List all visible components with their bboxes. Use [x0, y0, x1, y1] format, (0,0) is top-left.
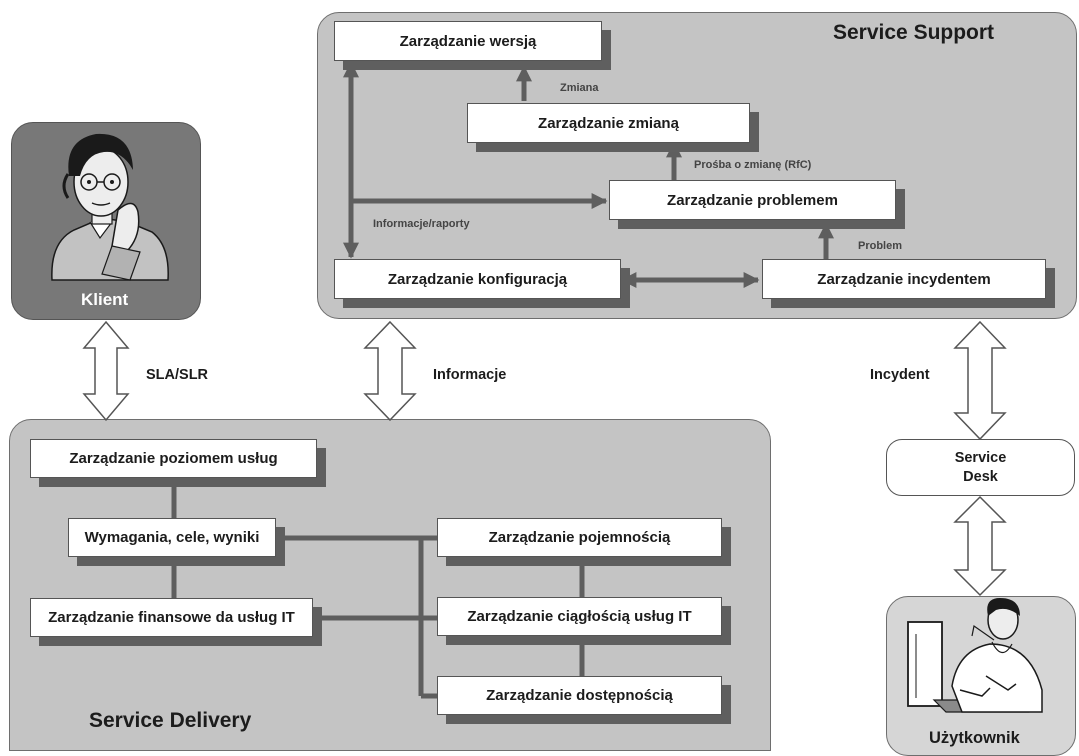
- service-level-management-box: Zarządzanie poziomem usług: [30, 439, 317, 478]
- financial-management-box: Zarządzanie finansowe da usług IT: [30, 598, 313, 637]
- continuity-management-box: Zarządzanie ciągłością usług IT: [437, 597, 722, 636]
- release-management-box: Zarządzanie wersją: [334, 21, 602, 61]
- client-label: Klient: [81, 290, 129, 309]
- availability-management-box: Zarządzanie dostępnością: [437, 676, 722, 715]
- double-arrow-desk-user: [953, 495, 1007, 597]
- label-incydent: Incydent: [870, 367, 930, 383]
- change-management-box: Zarządzanie zmianą: [467, 103, 750, 143]
- double-arrow-informacje: [363, 320, 417, 422]
- requirements-box: Wymagania, cele, wyniki: [68, 518, 276, 557]
- service-delivery-title: Service Delivery: [89, 709, 252, 732]
- label-sla-slr: SLA/SLR: [146, 367, 209, 383]
- service-desk-line1: Service: [954, 449, 1007, 466]
- user-label: Użytkownik: [929, 729, 1020, 747]
- service-desk-box: Service Desk: [886, 439, 1075, 496]
- label-rfc: Prośba o zmianę (RfC): [694, 159, 812, 171]
- client-illustration: [51, 133, 169, 281]
- double-arrow-incydent: [953, 320, 1007, 441]
- label-change: Zmiana: [560, 82, 599, 94]
- double-arrow-sla: [82, 320, 130, 422]
- user-illustration: [907, 598, 1043, 713]
- label-info-reports: Informacje/raporty: [373, 218, 470, 230]
- configuration-management-box: Zarządzanie konfiguracją: [334, 259, 621, 299]
- service-desk-line2: Desk: [963, 468, 998, 485]
- incident-management-box: Zarządzanie incydentem: [762, 259, 1046, 299]
- capacity-management-box: Zarządzanie pojemnością: [437, 518, 722, 557]
- label-problem: Problem: [858, 240, 903, 252]
- label-informacje: Informacje: [433, 367, 507, 383]
- problem-management-box: Zarządzanie problemem: [609, 180, 896, 220]
- service-support-title: Service Support: [833, 21, 995, 44]
